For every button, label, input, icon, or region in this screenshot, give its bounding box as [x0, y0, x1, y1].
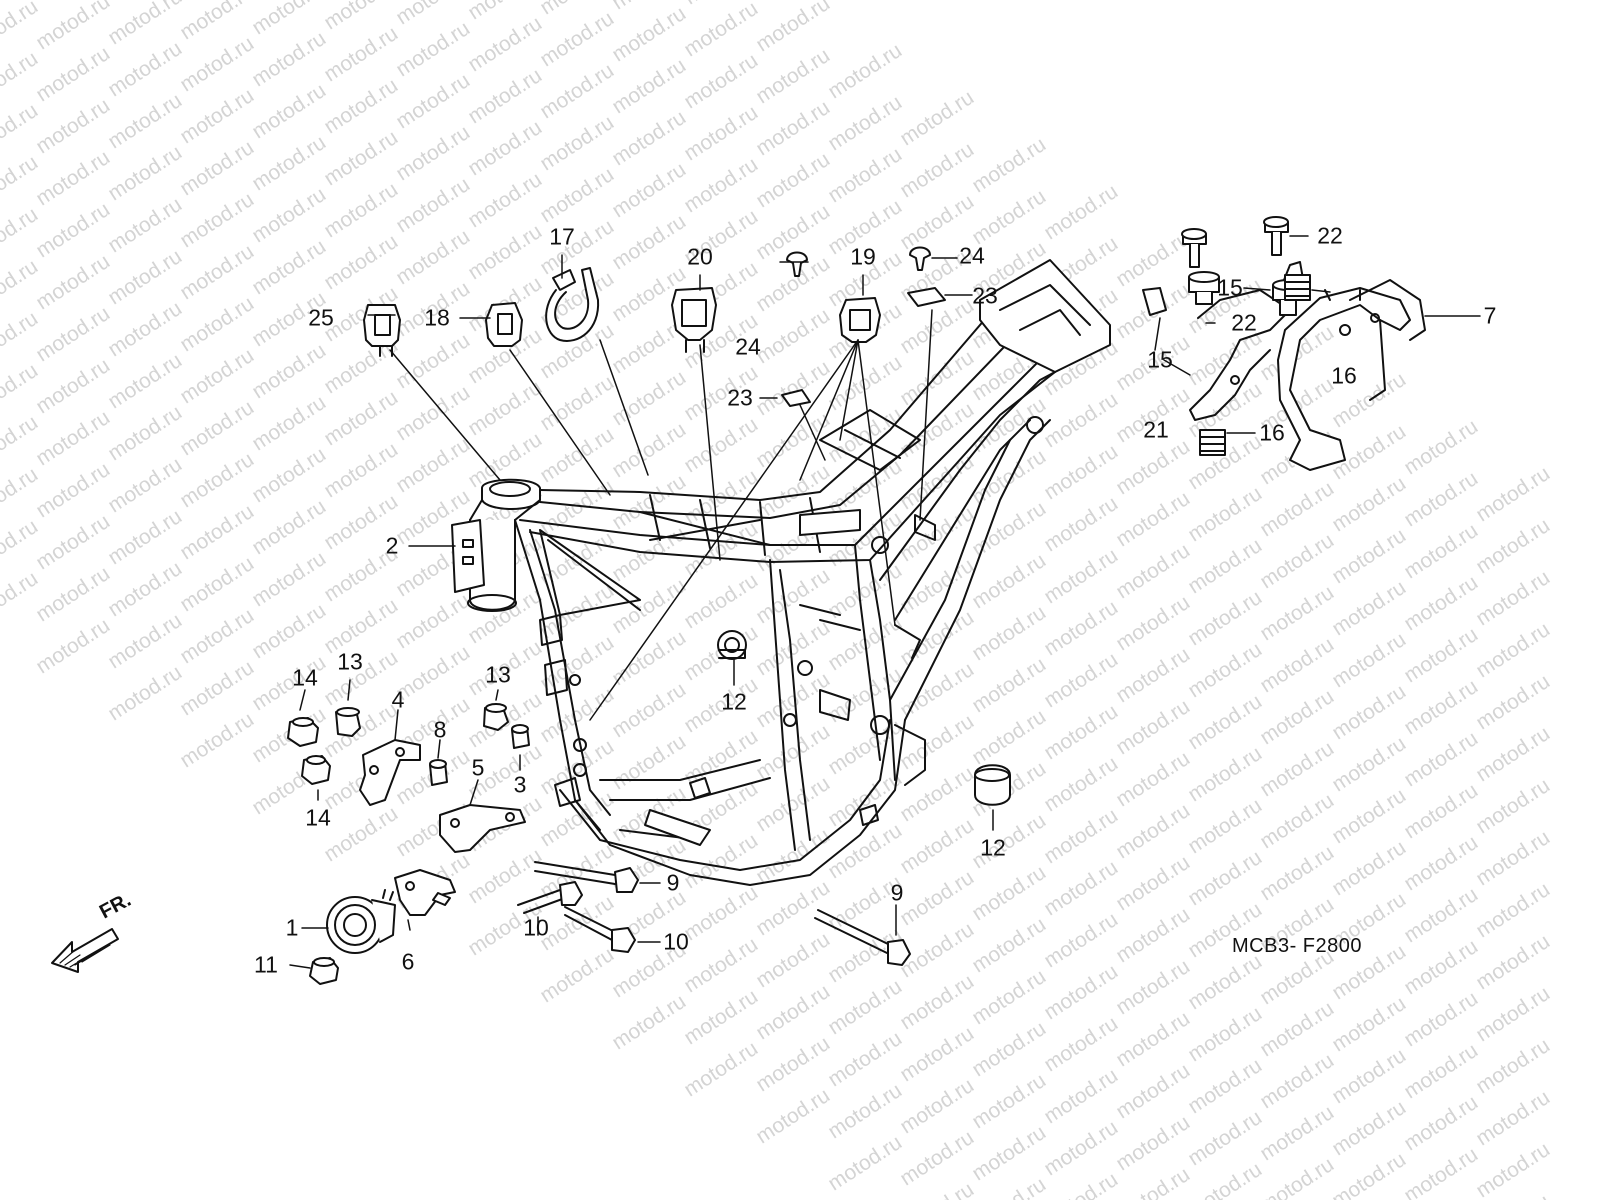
- callout-3: 3: [513, 771, 527, 798]
- callout-14-upper: 14: [292, 664, 318, 691]
- callout-2: 2: [385, 532, 399, 559]
- callout-19: 19: [850, 243, 876, 270]
- callout-18: 18: [424, 304, 450, 331]
- callout-14-lower: 14: [305, 804, 331, 831]
- callout-20: 20: [687, 243, 713, 270]
- callout-13-center: 13: [485, 661, 511, 688]
- callout-11: 11: [254, 951, 278, 978]
- callout-23-lower: 23: [727, 384, 753, 411]
- callout-5: 5: [471, 754, 485, 781]
- callout-24-lower: 24: [735, 333, 761, 360]
- callout-15-upper: 15: [1217, 274, 1243, 301]
- callout-1: 1: [285, 914, 299, 941]
- callout-16-upper: 16: [1331, 362, 1357, 389]
- callout-10-lower: 10: [663, 928, 689, 955]
- main-frame-body: [452, 260, 1110, 885]
- callout-9-upper: 9: [666, 869, 680, 896]
- callout-22-upper: 22: [1317, 222, 1343, 249]
- callout-12-center: 12: [721, 688, 747, 715]
- callout-9-lower: 9: [890, 879, 904, 906]
- callout-6: 6: [401, 948, 415, 975]
- fasteners: [288, 704, 1010, 984]
- callout-23-upper: 23: [972, 282, 998, 309]
- diagram-code: MCB3- F2800: [1232, 935, 1362, 957]
- callout-25: 25: [308, 304, 334, 331]
- callout-4: 4: [391, 686, 405, 713]
- callout-10-upper: 10: [523, 914, 549, 941]
- leader-lines: [290, 236, 1480, 968]
- callout-21: 21: [1143, 416, 1169, 443]
- callout-17: 17: [549, 223, 575, 250]
- callout-13-left: 13: [337, 648, 363, 675]
- callout-22-lower: 22: [1231, 309, 1257, 336]
- callout-16-lower: 16: [1259, 419, 1285, 446]
- callout-8: 8: [433, 716, 447, 743]
- callout-7: 7: [1483, 302, 1497, 329]
- front-arrow-icon: [52, 929, 118, 972]
- clamps-and-clips: [364, 217, 1310, 455]
- callout-24-upper: 24: [959, 242, 985, 269]
- callout-12-right: 12: [980, 834, 1006, 861]
- callout-15-lower: 15: [1147, 346, 1173, 373]
